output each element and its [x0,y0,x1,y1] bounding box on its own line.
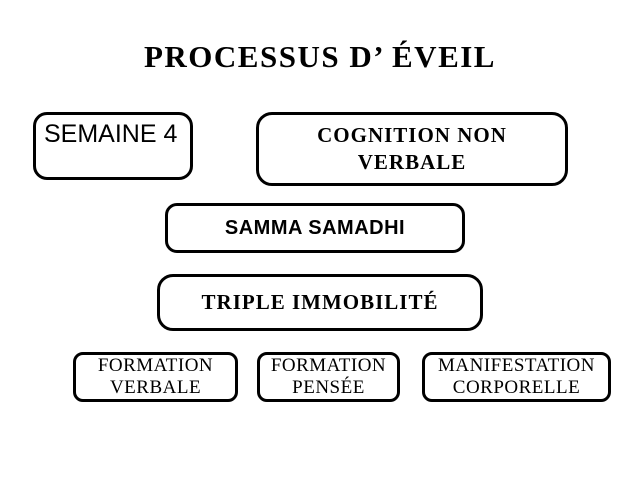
slide-title: PROCESSUS D’ ÉVEIL [143,39,496,74]
box-semaine-4: SEMAINE 4 [33,112,193,180]
formation-pensee-line-1: FORMATION [270,355,387,376]
box-manifestation-corporelle: MANIFESTATION CORPORELLE [422,352,611,402]
samma-samadhi-label: SAMMA SAMADHI [224,216,406,239]
formation-pensee-line-2: PENSÉE [292,377,365,398]
cognition-label-line-2: VERBALE [357,150,467,174]
cognition-label-line-1: COGNITION NON [317,123,507,147]
box-triple-immobilite: TRIPLE IMMOBILITÉ [157,274,483,331]
manifestation-corporelle-line-1: MANIFESTATION [438,355,595,376]
triple-immobilite-label: TRIPLE IMMOBILITÉ [201,290,439,314]
semaine-4-label: SEMAINE 4 [44,120,178,148]
box-samma-samadhi: SAMMA SAMADHI [165,203,465,253]
box-formation-verbale: FORMATION VERBALE [73,352,238,402]
formation-verbale-line-1: FORMATION [97,355,214,376]
manifestation-corporelle-line-2: CORPORELLE [452,377,581,398]
formation-verbale-line-2: VERBALE [109,377,202,398]
box-formation-pensee: FORMATION PENSÉE [257,352,400,402]
box-cognition-non-verbale: COGNITION NON VERBALE [256,112,568,186]
